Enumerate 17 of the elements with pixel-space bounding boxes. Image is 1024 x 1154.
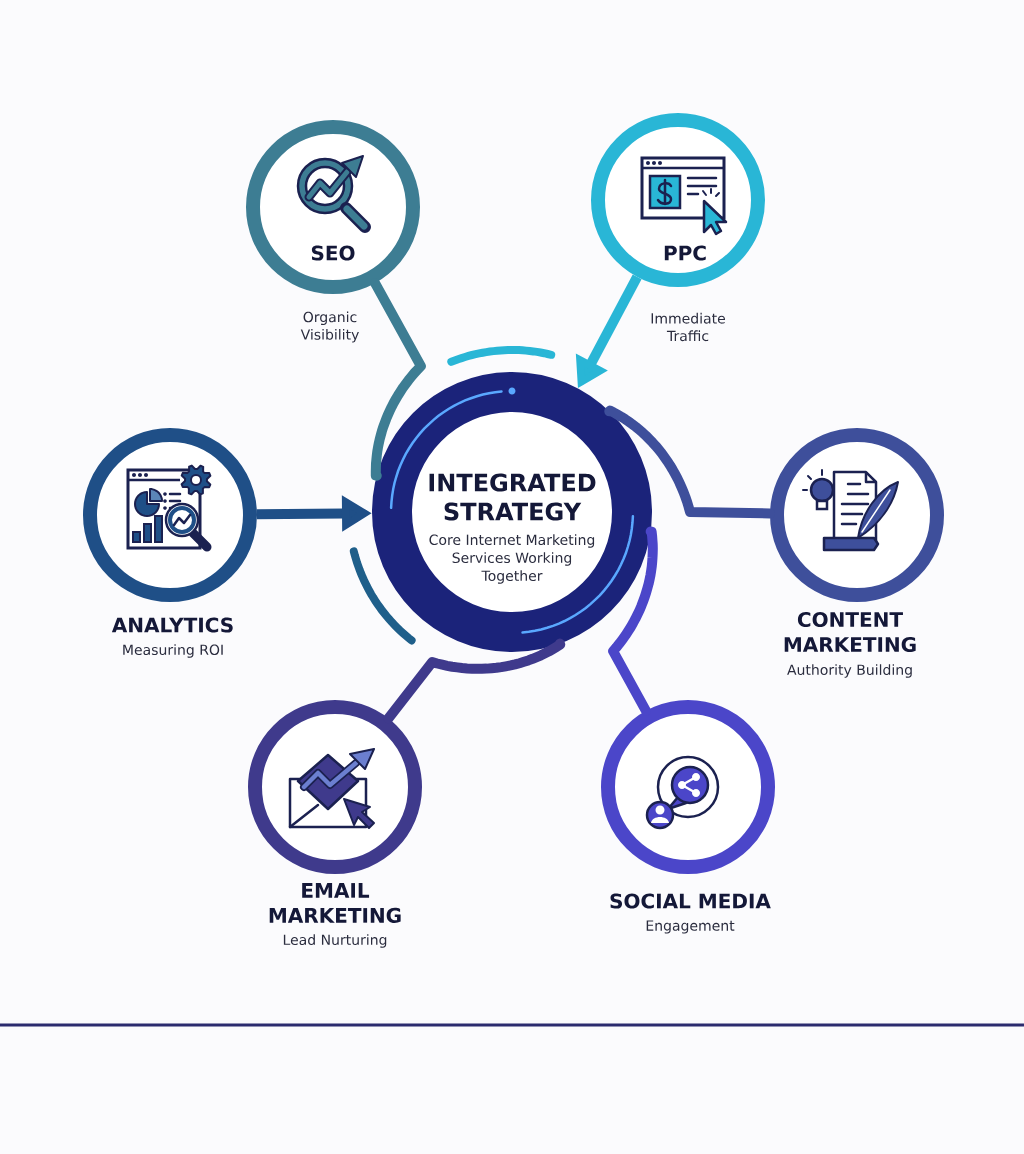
hub-title: INTEGRATED STRATEGY	[429, 473, 596, 521]
service-caption: Immediate Traffic	[651, 312, 725, 342]
service-title: EMAIL MARKETING	[269, 883, 401, 923]
service-title: SOCIAL MEDIA	[610, 893, 771, 909]
service-title: ANALYTICS	[111, 617, 233, 633]
service-title: SEO	[311, 245, 355, 261]
service-caption: Organic Visibility	[300, 311, 359, 343]
service-title: PPC	[664, 245, 706, 261]
connector-line	[608, 526, 658, 716]
connector-line	[383, 638, 566, 724]
service-caption: Authority Building	[787, 664, 912, 678]
service-title: CONTENT MARKETING	[784, 611, 916, 653]
service-caption: Engagement	[646, 920, 735, 934]
connector-line	[370, 278, 426, 481]
service-caption: Measuring ROI	[123, 644, 223, 658]
hub-subtitle: Core Internet Marketing Services Working Together	[429, 534, 595, 584]
service-caption: Lead Nurturing	[283, 934, 387, 948]
